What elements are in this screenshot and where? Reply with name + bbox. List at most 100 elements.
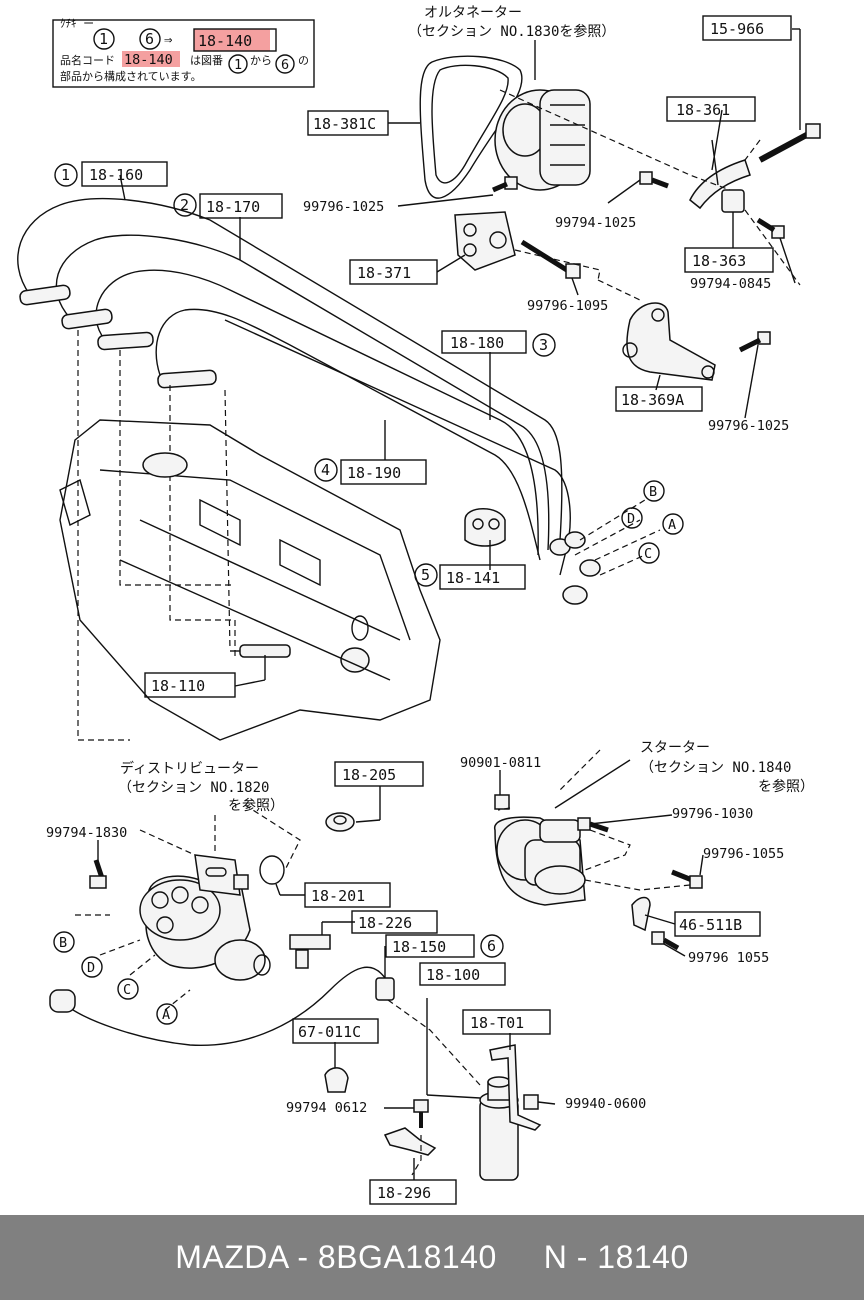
svg-text:18-369A: 18-369A [621,391,684,409]
legend-line2-prefix: 品名コード [60,53,115,67]
svg-text:18-361: 18-361 [676,101,730,119]
part-label-18-110[interactable]: 18-110 [144,672,236,698]
part-number-99796-1030[interactable]: 99796-1030 [672,806,753,822]
legend-line2-to: 6 [281,57,289,73]
note-starter: スターター [640,740,710,756]
legend-line2-no: の [298,54,309,67]
part-number-99940-0600[interactable]: 99940-0600 [565,1096,646,1112]
part-number-90901-0811[interactable]: 90901-0811 [460,755,541,771]
part-label-18-141[interactable]: 18-141 [439,564,526,590]
part-label-18-226[interactable]: 18-226 [351,910,438,934]
sensor-18-150 [375,977,395,1001]
part-label-18-296[interactable]: 18-296 [369,1179,457,1205]
part-label-18-100[interactable]: 18-100 [419,962,506,986]
svg-text:D: D [627,511,635,527]
part-label-15-966[interactable]: 15-966 [702,15,792,41]
note-distributor: ディストリビューター [120,760,259,777]
svg-text:18-381C: 18-381C [313,115,376,133]
alternator-bracket-18-371 [454,211,516,271]
adjuster-18-363 [721,189,745,213]
bracket-46-511b [631,896,651,932]
part-label-67-011c[interactable]: 67-011C [292,1018,379,1044]
callout-4: 4 [314,458,338,482]
engine-block [59,419,441,741]
part-label-18-170[interactable]: 18-170 [199,193,283,219]
note-alternator-ref: （セクション NO.1830を参照） [408,23,615,40]
svg-text:18-100: 18-100 [426,966,480,984]
part-number-99796-1095[interactable]: 99796-1095 [527,298,608,314]
legend-line3: 部品から構成されています。 [60,69,202,83]
legend-line2-mid: は図番 [190,54,223,67]
adjuster-plate-18-361 [689,139,751,210]
lead-clip-18-141 [464,508,506,547]
callout-5: 5 [414,563,438,587]
svg-text:18-180: 18-180 [450,334,504,352]
bolt-99794-1830 [89,859,107,889]
coil-lead [49,966,386,1047]
svg-text:5: 5 [421,566,430,584]
svg-text:D: D [87,960,95,976]
callout-1: 1 [54,163,78,187]
part-number-99796-1055-b[interactable]: 99796 1055 [688,950,769,966]
part-label-18-371[interactable]: 18-371 [349,259,438,285]
svg-text:18-110: 18-110 [151,677,205,695]
part-label-18-201[interactable]: 18-201 [304,882,391,908]
callout-c-bottom: C [117,978,139,1000]
part-number-99794-0612[interactable]: 99794 0612 [286,1100,367,1116]
part-label-18-381c[interactable]: 18-381C [307,110,389,136]
part-label-46-511b[interactable]: 46-511B [674,911,761,937]
part-label-18-150[interactable]: 18-150 [385,934,475,958]
part-label-18-t01[interactable]: 18-T01 [462,1009,551,1035]
part-number-99796-1025-a[interactable]: 99796-1025 [303,199,384,215]
legend-callout-6-label: 6 [145,30,154,48]
legend-callout-1 [93,28,115,50]
legend-line2-from: 1 [234,57,242,73]
svg-text:A: A [162,1007,170,1023]
part-number-99796-1055-a[interactable]: 99796-1055 [703,846,784,862]
svg-text:18-201: 18-201 [311,887,365,905]
cap-seal-18-205 [325,812,355,832]
connector-18-226 [289,934,331,969]
part-label-18-363[interactable]: 18-363 [684,247,774,273]
part-label-18-160[interactable]: 18-160 [81,161,168,187]
svg-text:18-296: 18-296 [377,1184,431,1202]
bolt-99796-1025-a [492,176,518,193]
part-label-18-205[interactable]: 18-205 [334,761,424,787]
svg-text:B: B [59,935,67,951]
svg-text:4: 4 [321,461,330,479]
coil-bracket-18-t01 [489,1044,542,1131]
ignition-coil-18-100 [479,1076,519,1181]
note-alternator: オルタネーター [424,5,522,21]
part-number-99794-1025[interactable]: 99794-1025 [555,215,636,231]
part-number-99794-1830[interactable]: 99794-1830 [46,825,127,841]
callout-c-top: C [638,542,660,564]
svg-text:B: B [649,484,657,500]
part-label-18-180[interactable]: 18-180 [441,330,527,354]
part-number-99794-0845[interactable]: 99794-0845 [690,276,771,292]
legend-box: ｸﾁｷ ー 1 6 ⇒ 18-140 品名コード 18-140 は図番 1 から… [52,17,315,88]
svg-text:18-190: 18-190 [347,464,401,482]
nut-99940-0600 [523,1094,539,1110]
starter-drawing [494,759,631,906]
alternator-drawing [419,40,591,199]
part-label-18-361[interactable]: 18-361 [666,96,756,122]
svg-text:C: C [123,982,131,998]
footer-part-number: MAZDA - 8BGA18140 N - 18140 [175,1239,689,1275]
callout-a-top: A [662,513,684,535]
callout-d-bottom: D [81,956,103,978]
footer-bar: MAZDA - 8BGA18140 N - 18140 [0,1215,864,1300]
part-label-18-369a[interactable]: 18-369A [615,386,703,412]
legend-callout-1-label: 1 [99,30,108,48]
svg-text:18-150: 18-150 [392,938,446,956]
svg-text:18-363: 18-363 [692,252,746,270]
part-label-18-190[interactable]: 18-190 [340,459,427,485]
part-number-99796-1025-b[interactable]: 99796-1025 [708,418,789,434]
clip-67-011c [324,1067,349,1093]
svg-text:18-170: 18-170 [206,198,260,216]
bolt-15-966 [758,123,821,163]
legend-highlight-code: 18-140 [198,32,252,50]
legend-line2-kara: から [250,54,272,67]
svg-text:1: 1 [61,166,70,184]
callout-a-bottom: A [156,1003,178,1025]
bracket-18-369a [622,302,716,381]
